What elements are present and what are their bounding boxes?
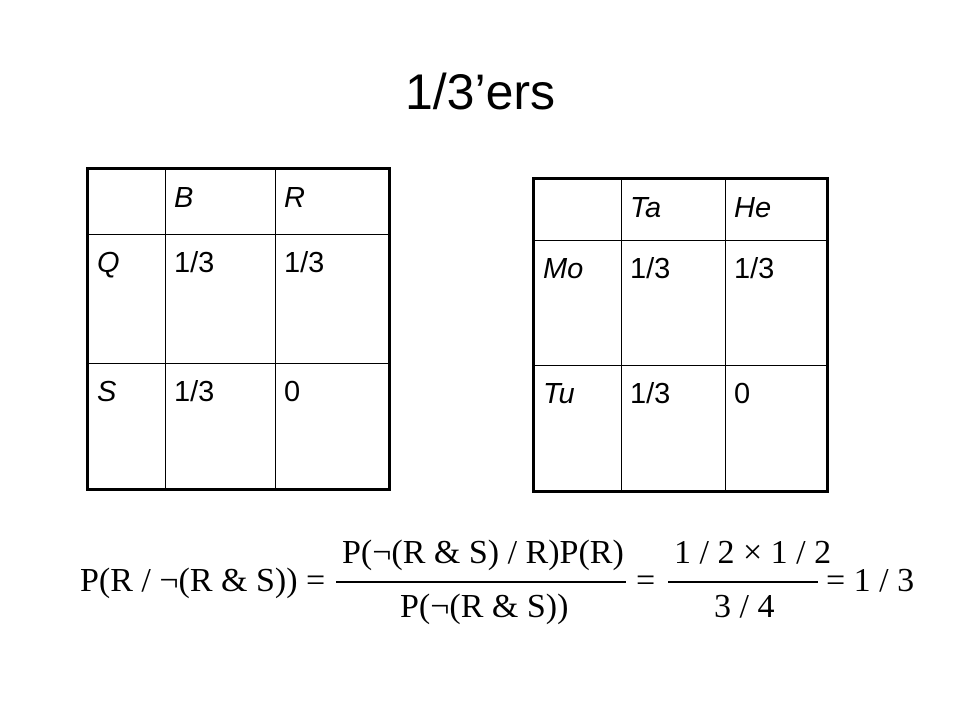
formula-denominator-2: 3 / 4 (714, 588, 775, 625)
table-cell: 0 (275, 363, 390, 490)
table-row: Mo 1/3 1/3 (533, 240, 828, 366)
column-header-b: B (165, 168, 276, 235)
fraction-bar-1 (336, 581, 626, 583)
fraction-bar-2 (668, 581, 818, 583)
table-cell: 0 (725, 365, 828, 492)
formula-numerator-1: P(¬(R & S) / R)P(R) (342, 534, 624, 571)
column-header-he: He (725, 178, 828, 241)
column-header-ta: Ta (621, 178, 726, 241)
formula-result: = 1 / 3 (826, 562, 915, 599)
row-header-mo: Mo (533, 240, 622, 366)
probability-table-1: B R Q 1/3 1/3 S 1/3 0 (86, 167, 391, 491)
column-header-r: R (275, 168, 390, 235)
table-corner-cell (87, 168, 166, 235)
table-cell: 1/3 (165, 234, 276, 364)
table-cell: 1/3 (621, 240, 726, 366)
table-cell: 1/3 (275, 234, 390, 364)
table-cell: 1/3 (621, 365, 726, 492)
slide-title: 1/3’ers (404, 64, 556, 120)
bayes-formula: P(R / ¬(R & S)) = P(¬(R & S) / R)P(R) P(… (80, 534, 914, 634)
row-header-tu: Tu (533, 365, 622, 492)
formula-equals-2: = (636, 562, 656, 599)
table-row: Q 1/3 1/3 (87, 234, 390, 364)
table-row: S 1/3 0 (87, 363, 390, 490)
table-cell: 1/3 (725, 240, 828, 366)
formula-denominator-1: P(¬(R & S)) (400, 588, 569, 625)
table-corner-cell (533, 178, 622, 241)
formula-lhs: P(R / ¬(R & S)) (80, 562, 298, 599)
row-header-q: Q (87, 234, 166, 364)
table-header-row: B R (87, 168, 390, 235)
formula-numerator-2: 1 / 2 × 1 / 2 (674, 534, 832, 571)
formula-equals-1: = (306, 562, 326, 599)
table-cell: 1/3 (165, 363, 276, 490)
table-row: Tu 1/3 0 (533, 365, 828, 492)
probability-table-2: Ta He Mo 1/3 1/3 Tu 1/3 0 (532, 177, 829, 493)
table-header-row: Ta He (533, 178, 828, 241)
row-header-s: S (87, 363, 166, 490)
